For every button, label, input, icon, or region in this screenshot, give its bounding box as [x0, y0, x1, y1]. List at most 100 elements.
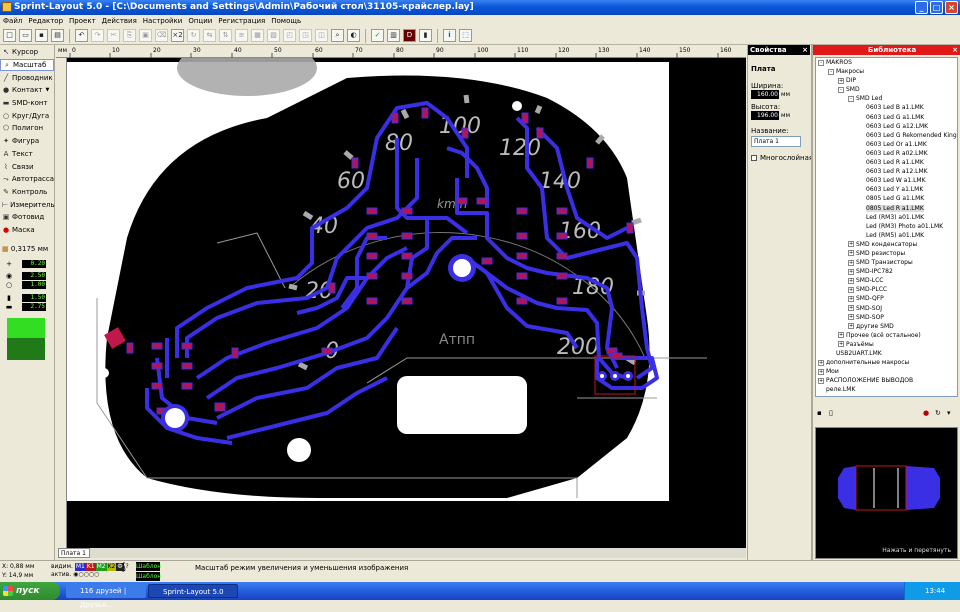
expand-icon[interactable]: + — [848, 286, 854, 293]
save-icon[interactable]: ▪ — [817, 409, 822, 417]
radio-k2[interactable]: ○ — [88, 571, 95, 578]
drc-check-icon[interactable]: D — [403, 29, 416, 42]
expand-icon[interactable]: + — [838, 332, 844, 339]
tool-circle[interactable]: ○Круг/Дуга — [0, 109, 54, 122]
pad-inner-value[interactable]: 1.00 — [22, 281, 46, 289]
print-icon[interactable]: ▤ — [51, 29, 64, 42]
expand-icon[interactable]: + — [818, 368, 824, 375]
unlock-icon[interactable]: ◳ — [299, 29, 312, 42]
delete-icon[interactable]: ⌫ — [155, 29, 168, 42]
menu-options[interactable]: Опции — [188, 17, 213, 25]
layer-f[interactable]: Ф — [116, 563, 124, 571]
color-swatch-inactive[interactable] — [7, 338, 45, 360]
tree-item[interactable]: +SMD-LCC — [816, 276, 957, 285]
cut-icon[interactable]: ✂ — [107, 29, 120, 42]
paste-icon[interactable]: ▣ — [139, 29, 152, 42]
refresh-icon[interactable]: ↻ — [935, 409, 941, 417]
expand-icon[interactable]: + — [818, 377, 824, 384]
tree-item[interactable]: 0805 Led R a1.LMK — [816, 204, 957, 213]
tree-item[interactable]: 0603 Led R a02.LMK — [816, 149, 957, 158]
tool-pad[interactable]: ●Контакт▼ — [0, 84, 54, 97]
tree-item[interactable]: +SMD конденсаторы — [816, 240, 957, 249]
width-field[interactable]: 160.00 — [751, 90, 779, 99]
expand-icon[interactable]: + — [848, 268, 854, 275]
open-folder-icon[interactable]: ▭ — [19, 29, 32, 42]
tool-smd-pad[interactable]: ▬SMD-конт — [0, 97, 54, 110]
expand-icon[interactable]: + — [848, 314, 854, 321]
tree-item[interactable]: 0603 Led R a1.LMK — [816, 158, 957, 167]
expand-icon[interactable]: + — [848, 323, 854, 330]
tree-item[interactable]: 0603 Led G Rekomended King — [816, 131, 957, 140]
tree-item[interactable]: 0805 Led G a1.LMK — [816, 194, 957, 203]
radio-k1[interactable]: ○ — [78, 571, 84, 578]
menu-help[interactable]: Помощь — [271, 17, 302, 25]
info-icon[interactable]: i — [443, 29, 456, 42]
undo-icon[interactable]: ↶ — [75, 29, 88, 42]
new-file-icon[interactable]: □ — [3, 29, 16, 42]
ungroup-icon[interactable]: ▧ — [267, 29, 280, 42]
settings-icon[interactable]: ▾ — [947, 409, 951, 417]
trash-icon[interactable]: ▯ — [829, 409, 833, 417]
tree-item[interactable]: +SMD резисторы — [816, 249, 957, 258]
tree-item[interactable]: 0603 Led G a12.LMK — [816, 122, 957, 131]
close-icon[interactable]: × — [952, 46, 958, 54]
color-swatch-active[interactable] — [7, 318, 45, 338]
menu-settings[interactable]: Настройки — [142, 17, 183, 25]
export-icon[interactable]: ▥ — [387, 29, 400, 42]
tree-item[interactable]: +SMD-SOJ — [816, 304, 957, 313]
tool-shape[interactable]: ✦Фигура — [0, 135, 54, 148]
multilayer-checkbox[interactable] — [751, 155, 757, 161]
collapse-icon[interactable]: - — [828, 68, 834, 75]
pcb-canvas[interactable]: 0 20 40 60 80 100 120 140 160 180 200 km… — [67, 58, 746, 548]
collapse-icon[interactable]: - — [838, 86, 844, 93]
lock-icon[interactable]: ◰ — [283, 29, 296, 42]
expand-icon[interactable]: + — [838, 77, 844, 84]
tree-item[interactable]: 0603 Led R a12.LMK — [816, 167, 957, 176]
tree-item[interactable]: реле.LMK — [816, 385, 957, 394]
close-button[interactable]: × — [945, 1, 958, 14]
smd-width-value[interactable]: 1.50 — [22, 294, 46, 302]
tool-cursor[interactable]: ↖Курсор — [0, 46, 54, 59]
tool-photoview[interactable]: ▣Фотовид — [0, 211, 54, 224]
tool-connections[interactable]: ⌇Связи — [0, 160, 54, 173]
macro-preview[interactable]: Нажать и перетянуть — [815, 427, 958, 559]
help-mark[interactable]: ? — [125, 563, 129, 570]
menu-file[interactable]: Файл — [3, 17, 23, 25]
tree-item[interactable]: +Мои — [816, 367, 957, 376]
collapse-icon[interactable]: - — [818, 59, 824, 66]
smd-height-value[interactable]: 2.75 — [22, 303, 46, 311]
template-button-2[interactable]: Шаблон — [136, 572, 162, 581]
expand-icon[interactable]: + — [848, 259, 854, 266]
layer-m2[interactable]: M2 — [95, 563, 107, 571]
start-button[interactable]: пуск — [0, 582, 60, 600]
radio-f[interactable]: ○ — [94, 571, 100, 578]
tree-item[interactable]: 0603 Led W a1.LMK — [816, 176, 957, 185]
tool-mask[interactable]: ●Маска — [0, 224, 54, 237]
expand-icon[interactable]: + — [848, 250, 854, 257]
layer-icon[interactable]: ◫ — [315, 29, 328, 42]
radio-m2[interactable]: ○ — [83, 571, 89, 578]
tree-item[interactable]: -SMD Led — [816, 94, 957, 103]
tree-item[interactable]: +РАСПОЛОЖЕНИЕ ВЫВОДОВ — [816, 376, 957, 385]
tree-item[interactable]: 0603 Led Or a1.LMK — [816, 140, 957, 149]
tool-autoroute[interactable]: ⤳Автотрасса — [0, 173, 54, 186]
minimize-button[interactable]: _ — [915, 1, 928, 14]
horizontal-scrollbar[interactable] — [90, 548, 746, 558]
expand-icon[interactable]: + — [818, 359, 824, 366]
tree-item[interactable]: +SMD-PLCC — [816, 285, 957, 294]
tree-item[interactable]: -SMD — [816, 85, 957, 94]
expand-icon[interactable]: + — [848, 305, 854, 312]
panel-splitter[interactable] — [811, 45, 813, 560]
photo-icon[interactable]: ▮ — [419, 29, 432, 42]
radio-m1[interactable]: ◉ — [73, 571, 79, 578]
tree-item[interactable]: 0603 Led B a1.LMK — [816, 103, 957, 112]
rotate-icon[interactable]: ↻ — [187, 29, 200, 42]
pad-outer-value[interactable]: 2.50 — [22, 272, 46, 280]
chevron-down-icon[interactable]: ▼ — [45, 87, 50, 94]
template-button-1[interactable]: Шаблон — [136, 562, 162, 571]
tree-item[interactable]: USB2UART.LMK — [816, 349, 957, 358]
tree-item[interactable]: +другие SMD — [816, 322, 957, 331]
grid-selector[interactable]: ▦ 0,3175 мм — [2, 245, 48, 253]
save-icon[interactable]: ▪ — [35, 29, 48, 42]
